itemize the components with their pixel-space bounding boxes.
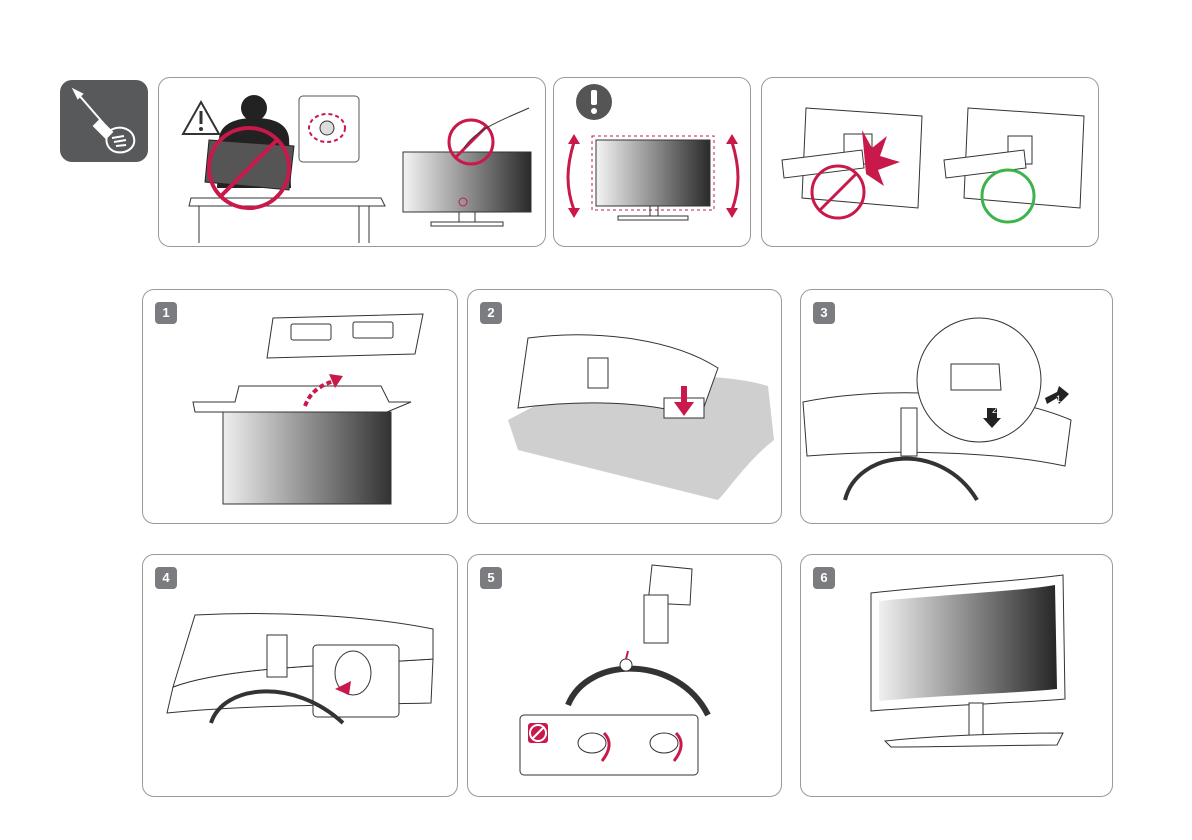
- step-5-panel: 5: [467, 554, 782, 797]
- step-1-panel: 1: [142, 289, 458, 524]
- safety-panel-handling: [158, 77, 546, 247]
- step-3-panel: 3 1 2: [800, 289, 1113, 524]
- step3-label-2: 2: [992, 405, 997, 415]
- exclamation-circle-icon: [576, 84, 612, 120]
- step3-label-1: 1: [1056, 394, 1061, 404]
- screwdriver-tool-icon: [60, 80, 148, 162]
- step-2-panel: 2: [467, 289, 782, 524]
- safety-panel-screws: [761, 77, 1099, 247]
- step-6-panel: 6: [800, 554, 1113, 797]
- safety-panel-lifting: [553, 77, 751, 247]
- step-4-panel: 4: [142, 554, 458, 797]
- warning-triangle-icon: [183, 102, 219, 134]
